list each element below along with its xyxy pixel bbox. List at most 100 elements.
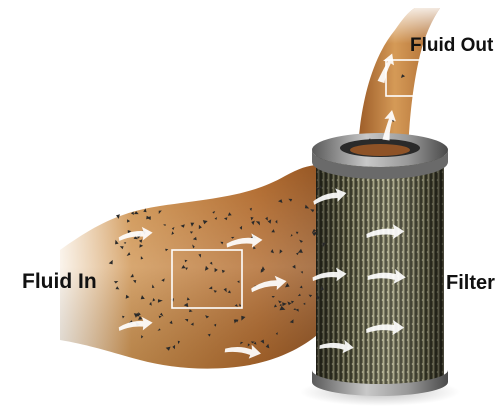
particle [273, 304, 277, 308]
particle [241, 315, 246, 321]
particle [240, 341, 244, 345]
magnifier-box-outlet [385, 59, 424, 97]
particle [158, 315, 162, 319]
particle [161, 278, 165, 282]
particle [271, 229, 275, 233]
particle [133, 313, 139, 318]
particle [288, 198, 293, 202]
particle [260, 269, 265, 273]
particle [116, 214, 120, 219]
particle [209, 261, 213, 265]
particle [202, 220, 208, 225]
particle [213, 323, 217, 327]
particle [295, 231, 299, 235]
particle [204, 265, 209, 271]
particle [275, 332, 278, 336]
particle [368, 138, 371, 141]
particle [239, 225, 243, 230]
particle [285, 283, 290, 288]
particle [165, 346, 171, 351]
particle [130, 211, 134, 215]
particle [239, 303, 242, 307]
particle [183, 302, 189, 308]
particle [186, 297, 190, 301]
particle [127, 230, 132, 234]
particle [278, 300, 282, 304]
particle [125, 294, 130, 299]
particle [198, 254, 202, 258]
particle [287, 301, 292, 306]
particle [126, 252, 131, 256]
particle [213, 290, 217, 293]
particle [190, 322, 194, 326]
particle [140, 295, 145, 300]
fluid-in-label: Fluid In [22, 270, 97, 293]
particle [255, 221, 260, 226]
particle [234, 304, 238, 307]
particle [265, 343, 270, 349]
particle [227, 290, 231, 294]
particle [140, 256, 144, 260]
particle [299, 285, 303, 289]
particle [113, 281, 119, 284]
particle [138, 315, 143, 320]
particle [205, 315, 210, 319]
particle [292, 264, 296, 269]
particle [157, 328, 161, 331]
particle [319, 185, 322, 189]
particle [127, 219, 131, 223]
particle [253, 341, 257, 345]
particle [251, 220, 255, 226]
filter-cartridge [312, 133, 448, 396]
particle [298, 248, 303, 253]
particle [157, 299, 163, 303]
particle [279, 249, 283, 254]
particle [151, 284, 155, 288]
particle [133, 280, 137, 284]
particle [184, 259, 188, 263]
particle [180, 224, 185, 228]
fluid-out-label: Fluid Out [410, 35, 494, 56]
particle [279, 304, 283, 307]
particle [159, 312, 164, 317]
particle [214, 217, 218, 220]
particle [198, 224, 202, 230]
particle [253, 246, 256, 250]
particle [115, 239, 119, 245]
particle [221, 269, 226, 274]
particle [270, 249, 274, 254]
particle [119, 246, 124, 250]
filter-label: Filter [446, 272, 495, 294]
particle [308, 294, 313, 298]
particle [297, 293, 301, 297]
particle [303, 302, 306, 305]
particle [158, 210, 162, 214]
particle [212, 211, 216, 214]
particle [149, 301, 152, 306]
particle [138, 239, 143, 243]
particle [190, 222, 195, 227]
particle [265, 216, 268, 221]
particle [312, 232, 317, 237]
particle [237, 280, 240, 283]
particle [172, 344, 176, 350]
particle [289, 319, 294, 324]
particle [299, 239, 303, 243]
particle [138, 312, 141, 317]
particle [320, 285, 324, 291]
particle [214, 268, 218, 273]
particle [401, 74, 406, 78]
particle [139, 244, 144, 248]
particle [227, 212, 232, 216]
particle [108, 259, 113, 265]
particle [207, 333, 211, 337]
particle [133, 235, 138, 240]
particle [322, 242, 327, 248]
particle [169, 320, 173, 325]
particle [192, 236, 197, 241]
particle [184, 319, 189, 322]
particle [267, 219, 272, 224]
particle [316, 187, 320, 191]
particle [223, 287, 227, 293]
